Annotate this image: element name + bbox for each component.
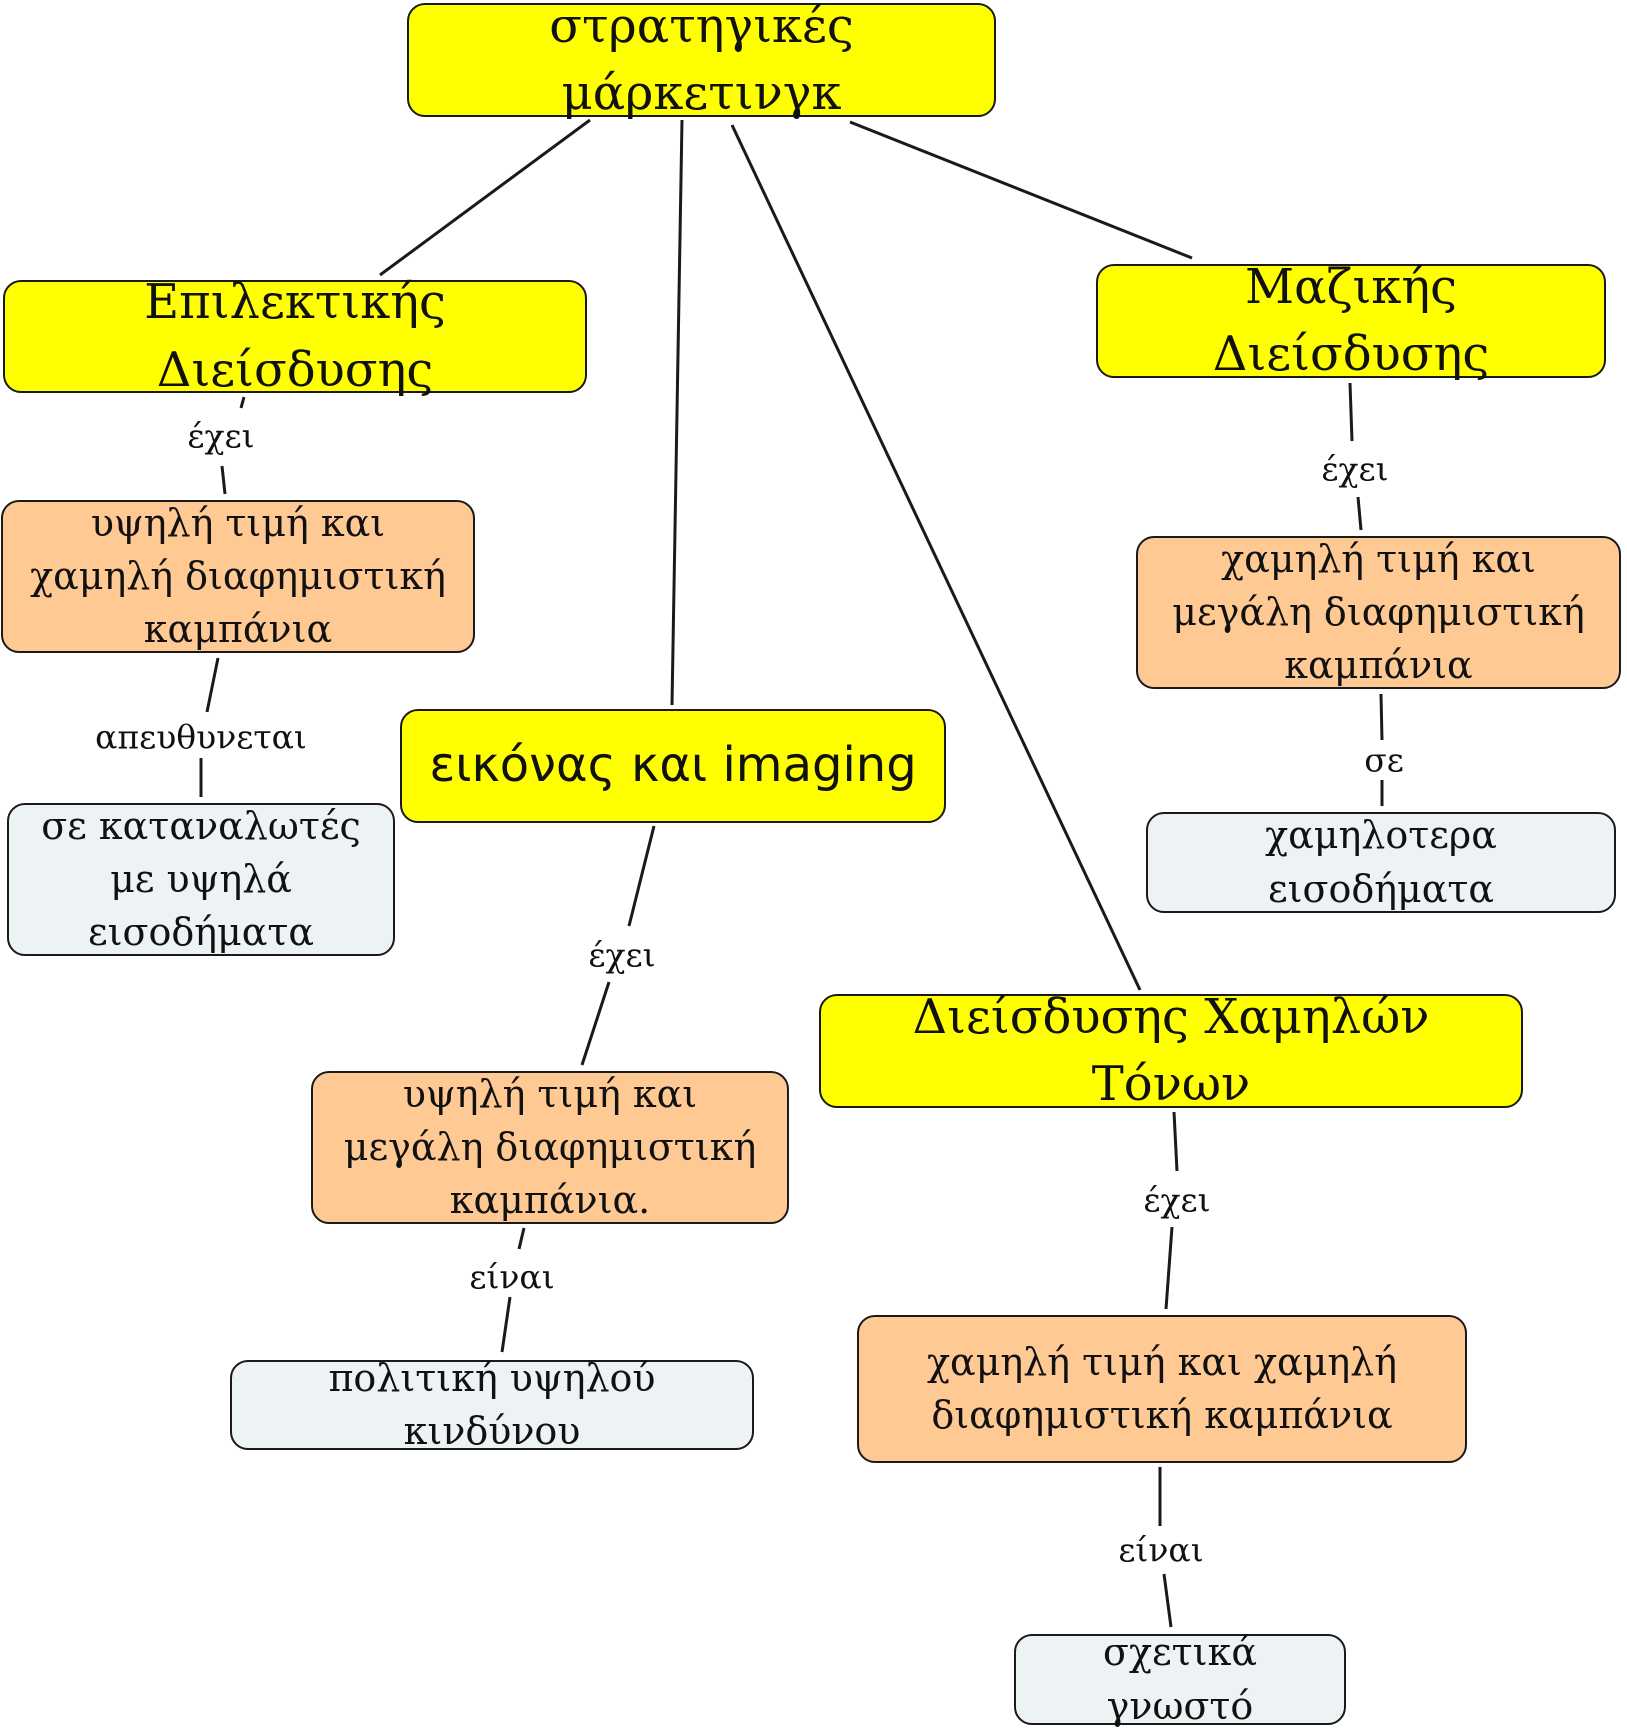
link-label-image-is: είναι bbox=[465, 1257, 559, 1297]
node-image-attr[interactable]: υψηλή τιμή και μεγάλη διαφημιστική καμπά… bbox=[311, 1071, 789, 1224]
node-selective[interactable]: Επιλεκτικής Διείσδυσης bbox=[3, 274, 587, 398]
line-selective-has-a bbox=[239, 396, 246, 409]
line-selective-has-b bbox=[220, 465, 227, 495]
line-image-has-a bbox=[627, 825, 656, 927]
node-image-risk[interactable]: πολιτική υψηλού κινδύνου bbox=[230, 1356, 754, 1453]
line-lowtone-is-b bbox=[1162, 1573, 1173, 1628]
line-image-is-b bbox=[500, 1296, 512, 1353]
node-mass-attr[interactable]: χαμηλή τιμή και μεγάλη διαφημιστική καμπ… bbox=[1136, 536, 1621, 689]
line-lowtone-has-a bbox=[1172, 1111, 1179, 1172]
link-label-low-tone-has: έχει bbox=[1139, 1180, 1215, 1220]
line-root-selective bbox=[379, 118, 591, 277]
node-low-tone-result[interactable]: σχετικά γνωστό bbox=[1014, 1630, 1346, 1728]
line-selective-dir-a bbox=[205, 657, 220, 713]
node-mass[interactable]: Μαζικής Διείσδυσης bbox=[1096, 259, 1606, 382]
node-mass-target[interactable]: χαμηλοτερα εισοδήματα bbox=[1146, 812, 1616, 913]
link-label-image-has: έχει bbox=[584, 935, 660, 975]
link-label-selective-has: έχει bbox=[183, 416, 259, 456]
node-low-tone[interactable]: Διείσδυσης Χαμηλών Τόνων bbox=[819, 989, 1523, 1112]
line-mass-to-a bbox=[1379, 693, 1384, 741]
line-mass-has-a bbox=[1348, 382, 1354, 442]
node-selective-target[interactable]: σε καταναλωτές με υψηλά εισοδήματα bbox=[7, 803, 395, 956]
line-image-has-b bbox=[580, 981, 611, 1066]
node-low-tone-attr[interactable]: χαμηλή τιμή και χαμηλή διαφημιστική καμπ… bbox=[857, 1315, 1467, 1463]
link-label-mass-to: σε bbox=[1360, 740, 1408, 780]
line-image-is-a bbox=[517, 1227, 526, 1250]
line-root-lowtone bbox=[730, 124, 1142, 991]
node-image[interactable]: εικόνας και imaging bbox=[400, 709, 946, 823]
line-lowtone-has-b bbox=[1164, 1226, 1174, 1310]
line-root-mass bbox=[849, 120, 1193, 260]
link-label-low-tone-is: είναι bbox=[1114, 1530, 1208, 1570]
line-mass-has-b bbox=[1356, 496, 1363, 531]
link-label-mass-has: έχει bbox=[1317, 449, 1393, 489]
node-root[interactable]: στρατηγικές μάρκετινγκ bbox=[407, 0, 996, 121]
line-root-image bbox=[670, 119, 684, 706]
link-label-selective-directed: απευθυνεται bbox=[91, 717, 311, 757]
node-selective-attr[interactable]: υψηλή τιμή και χαμηλή διαφημιστική καμπά… bbox=[1, 500, 475, 653]
